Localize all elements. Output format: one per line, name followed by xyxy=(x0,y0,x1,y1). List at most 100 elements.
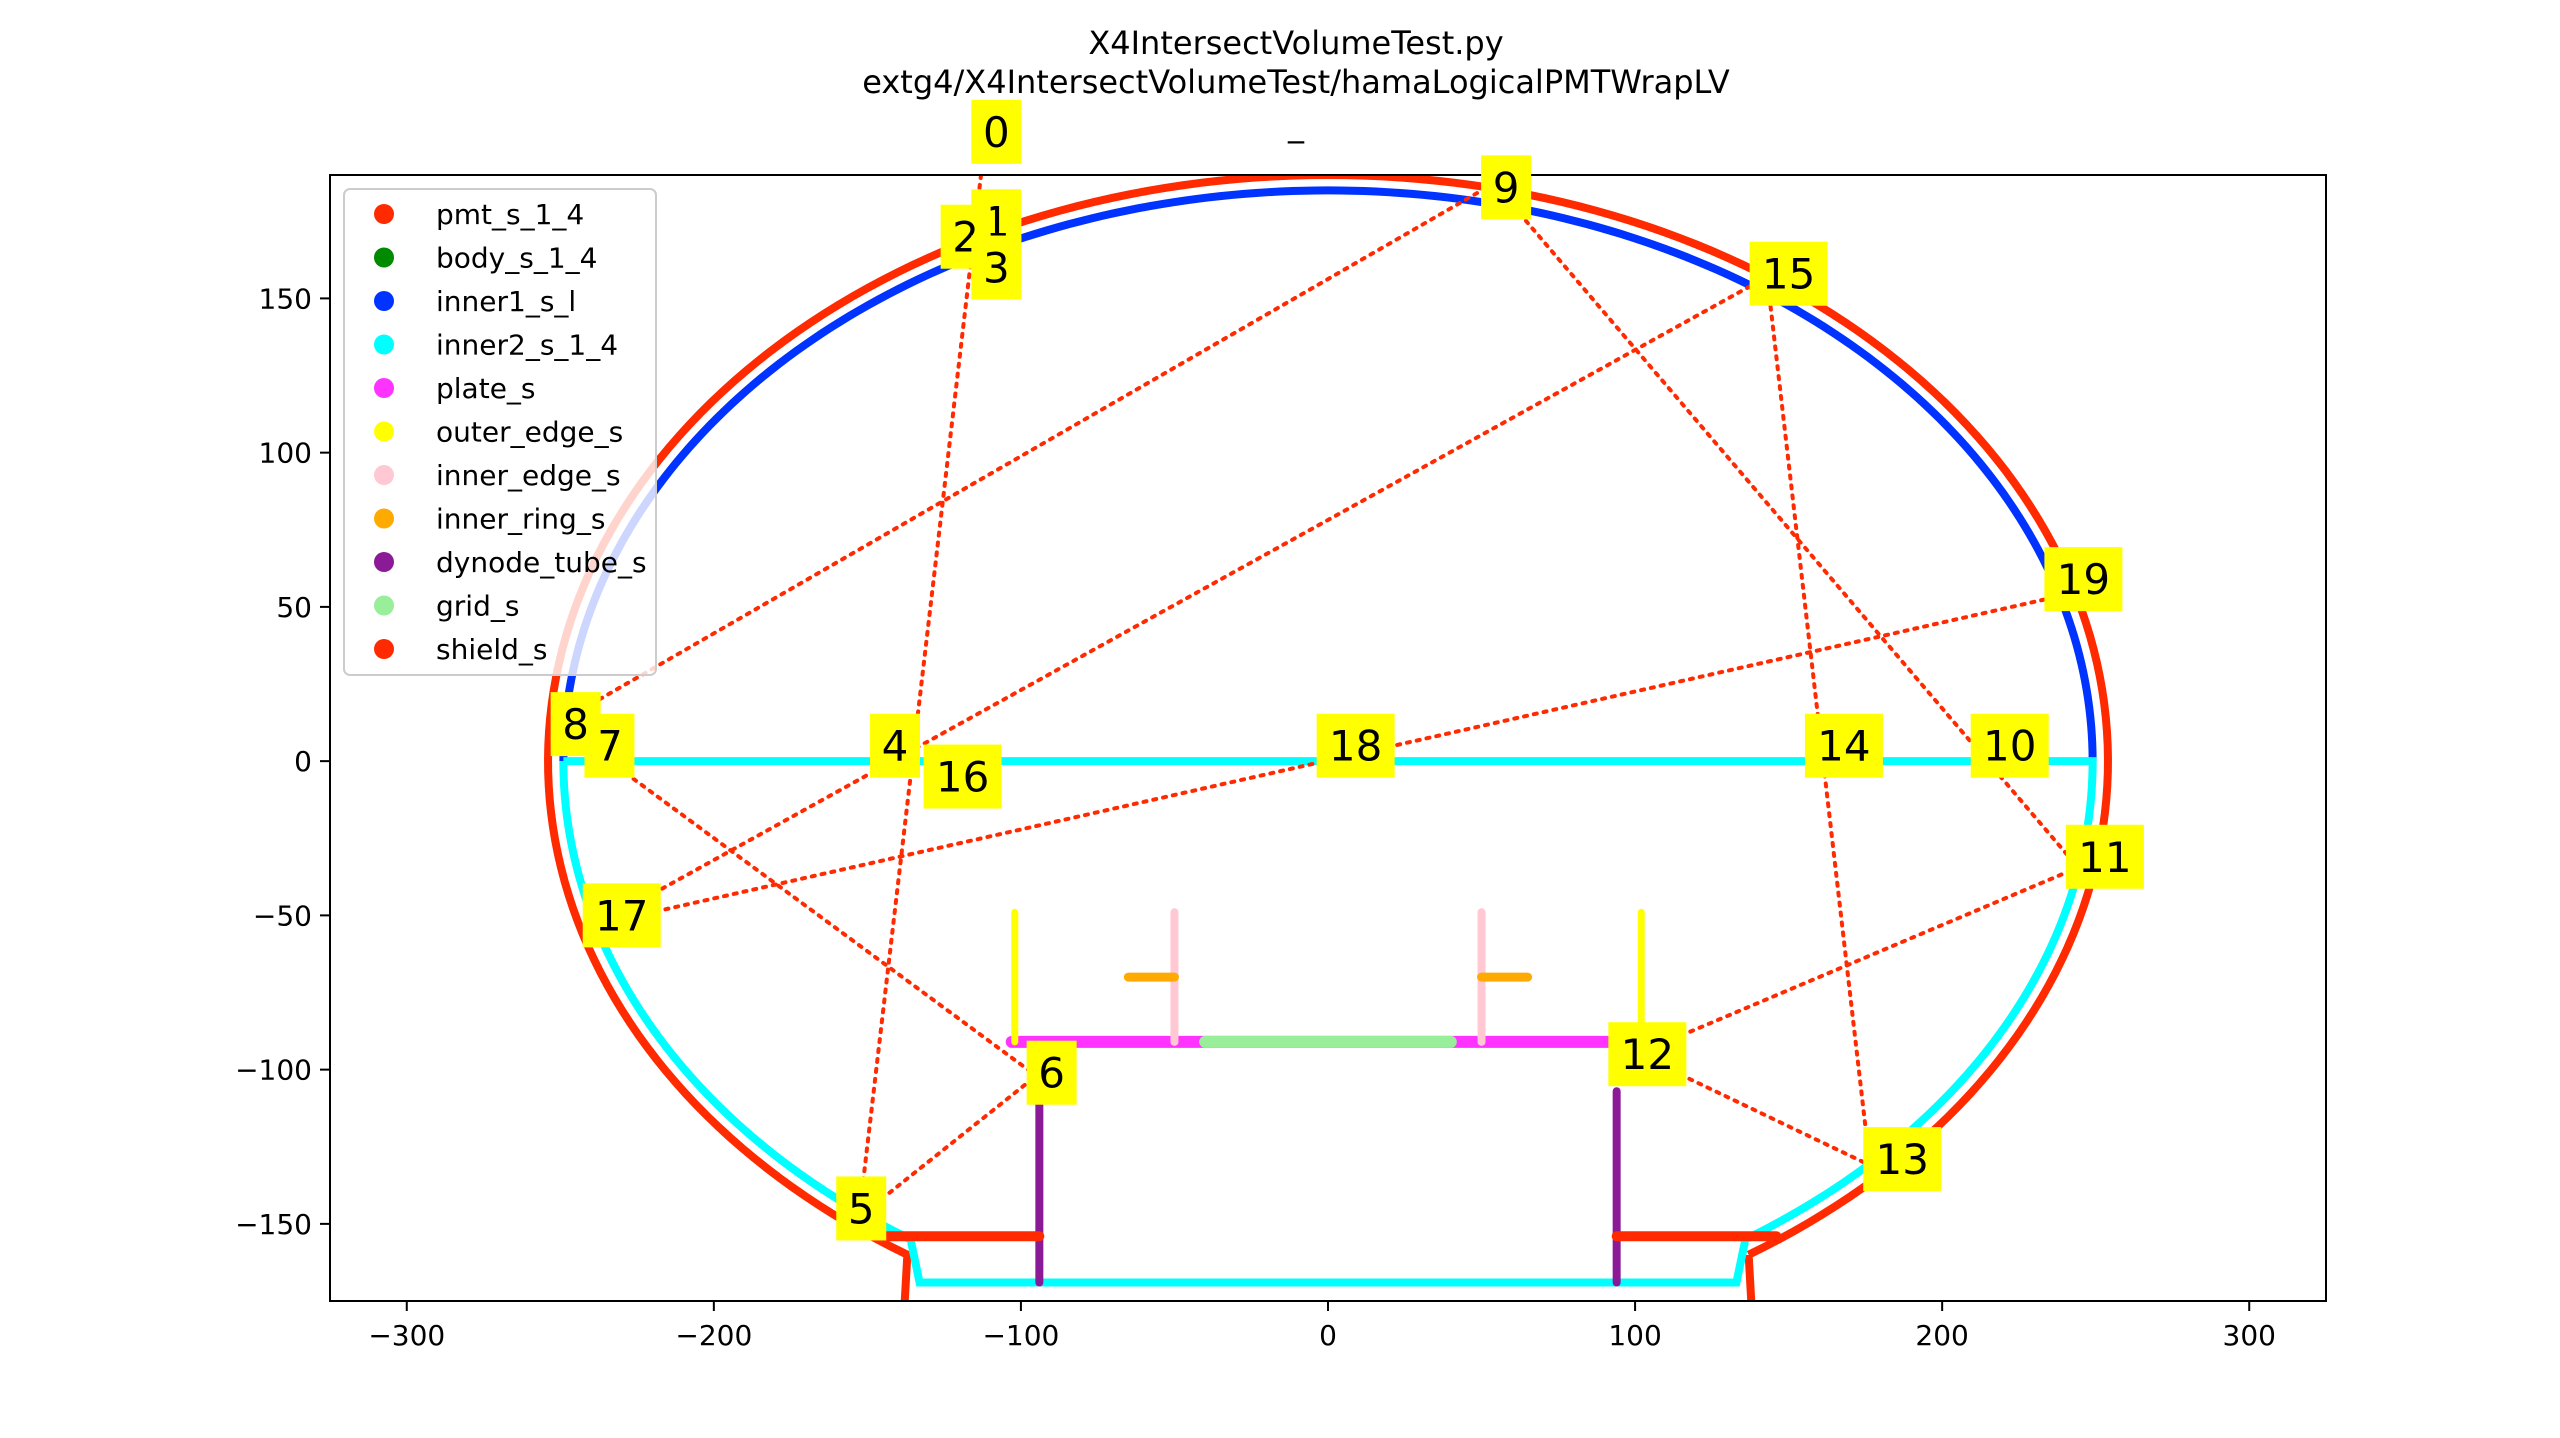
point-label-17: 17 xyxy=(582,883,661,948)
point-label-box xyxy=(2044,547,2123,612)
point-label-box xyxy=(1026,1040,1077,1105)
point-label-box xyxy=(870,713,921,778)
point-label-text: 5 xyxy=(848,1184,875,1233)
legend-marker-6 xyxy=(374,465,394,485)
point-label-box xyxy=(1316,713,1395,778)
legend-label-6: inner_edge_s xyxy=(436,459,621,492)
point-label-text: 3 xyxy=(983,244,1010,293)
legend-label-5: outer_edge_s xyxy=(436,416,623,449)
ray-2 xyxy=(595,274,1770,927)
legend-marker-5 xyxy=(374,421,394,442)
point-label-text: 9 xyxy=(1493,163,1520,212)
point-label-8: 8 xyxy=(550,692,601,757)
legend-marker-1 xyxy=(374,247,394,268)
inner2-boundary xyxy=(559,757,2097,1287)
point-label-text: 18 xyxy=(1329,722,1382,771)
point-label-box xyxy=(1863,1127,1942,1192)
point-label-text: 12 xyxy=(1621,1030,1674,1079)
legend-marker-10 xyxy=(374,639,394,659)
point-label-box xyxy=(1804,713,1883,778)
point-label-11: 11 xyxy=(2065,824,2144,889)
legend-marker-0 xyxy=(374,204,394,224)
point-label-0: 0 xyxy=(971,99,1022,164)
legend-label-2: inner1_s_l xyxy=(436,285,576,318)
point-label-text: 0 xyxy=(983,108,1010,157)
ray-6 xyxy=(1642,867,2077,1054)
y-tick-label-1: −100 xyxy=(235,1054,312,1087)
point-label-12: 12 xyxy=(1608,1022,1687,1087)
point-label-text: 8 xyxy=(562,700,589,749)
ray-4 xyxy=(607,759,1039,1078)
inner1-boundary xyxy=(559,186,2097,762)
point-label-text: 4 xyxy=(882,722,909,771)
legend-label-9: grid_s xyxy=(436,590,519,623)
chart-subtitle: extg4/X4IntersectVolumeTest/hamaLogicalP… xyxy=(862,63,1730,101)
point-label-box xyxy=(550,692,601,757)
legend-marker-4 xyxy=(374,378,394,398)
ray-1 xyxy=(570,176,1506,717)
point-label-3: 3 xyxy=(971,235,1022,300)
point-label-10: 10 xyxy=(1970,713,2049,778)
point-label-9: 9 xyxy=(1481,155,1532,220)
y-tick-label-4: 50 xyxy=(276,591,312,624)
point-label-box xyxy=(971,235,1022,300)
ray-7 xyxy=(1642,1055,1905,1183)
point-label-18: 18 xyxy=(1316,713,1395,778)
point-label-text: 6 xyxy=(1038,1049,1065,1098)
chart-subtitle-marker: _ xyxy=(1287,106,1305,144)
x-tick-label-5: 200 xyxy=(1915,1319,1968,1352)
point-label-box xyxy=(1749,241,1828,306)
legend-label-7: inner_ring_s xyxy=(436,503,605,536)
point-label-box xyxy=(1608,1022,1687,1087)
point-label-box xyxy=(1970,713,2049,778)
point-label-16: 16 xyxy=(923,744,1002,809)
point-label-5: 5 xyxy=(836,1176,887,1241)
point-label-box xyxy=(971,99,1022,164)
ray-3 xyxy=(1497,188,2077,865)
y-tick-label-6: 150 xyxy=(259,282,312,315)
y-tick-label-2: −50 xyxy=(253,899,312,932)
point-label-text: 15 xyxy=(1762,250,1815,299)
x-tick-label-3: 0 xyxy=(1319,1319,1337,1352)
x-tick-label-4: 100 xyxy=(1608,1319,1661,1352)
legend-box xyxy=(343,188,657,676)
legend-label-8: dynode_tube_s xyxy=(436,546,647,579)
point-label-box xyxy=(923,744,1002,809)
point-label-box xyxy=(1481,155,1532,220)
x-tick-label-2: −100 xyxy=(982,1319,1059,1352)
point-label-text: 14 xyxy=(1817,722,1870,771)
point-label-4: 4 xyxy=(870,713,921,778)
point-label-15: 15 xyxy=(1749,241,1828,306)
point-label-13: 13 xyxy=(1863,1127,1942,1192)
legend-marker-7 xyxy=(374,508,394,529)
x-tick-label-6: 300 xyxy=(2223,1319,2276,1352)
point-label-6: 6 xyxy=(1026,1040,1077,1105)
x-tick-label-1: −200 xyxy=(675,1319,752,1352)
point-label-box xyxy=(582,883,661,948)
legend-label-0: pmt_s_1_4 xyxy=(436,198,584,231)
point-label-text: 11 xyxy=(2078,833,2131,882)
chart-title: X4IntersectVolumeTest.py xyxy=(1088,24,1503,62)
legend-label-10: shield_s xyxy=(436,633,547,666)
point-label-text: 13 xyxy=(1876,1135,1929,1184)
point-label-text: 17 xyxy=(595,891,648,940)
legend-marker-9 xyxy=(374,595,394,616)
legend-marker-2 xyxy=(374,291,394,311)
y-tick-label-5: 100 xyxy=(259,437,312,470)
legend-label-3: inner2_s_1_4 xyxy=(436,329,618,362)
ray-5 xyxy=(856,1073,1039,1220)
point-label-text: 19 xyxy=(2057,555,2110,604)
legend-label-4: plate_s xyxy=(436,372,536,405)
ray-0 xyxy=(856,175,984,1226)
legend-label-1: body_s_1_4 xyxy=(436,242,597,275)
point-label-14: 14 xyxy=(1804,713,1883,778)
legend: pmt_s_1_4 body_s_1_4 inner1_s_l inner2_s_1_… xyxy=(343,188,657,676)
legend-marker-8 xyxy=(374,552,394,572)
y-tick-label-0: −150 xyxy=(235,1208,312,1241)
legend-marker-3 xyxy=(374,334,394,355)
point-label-text: 16 xyxy=(936,753,989,802)
